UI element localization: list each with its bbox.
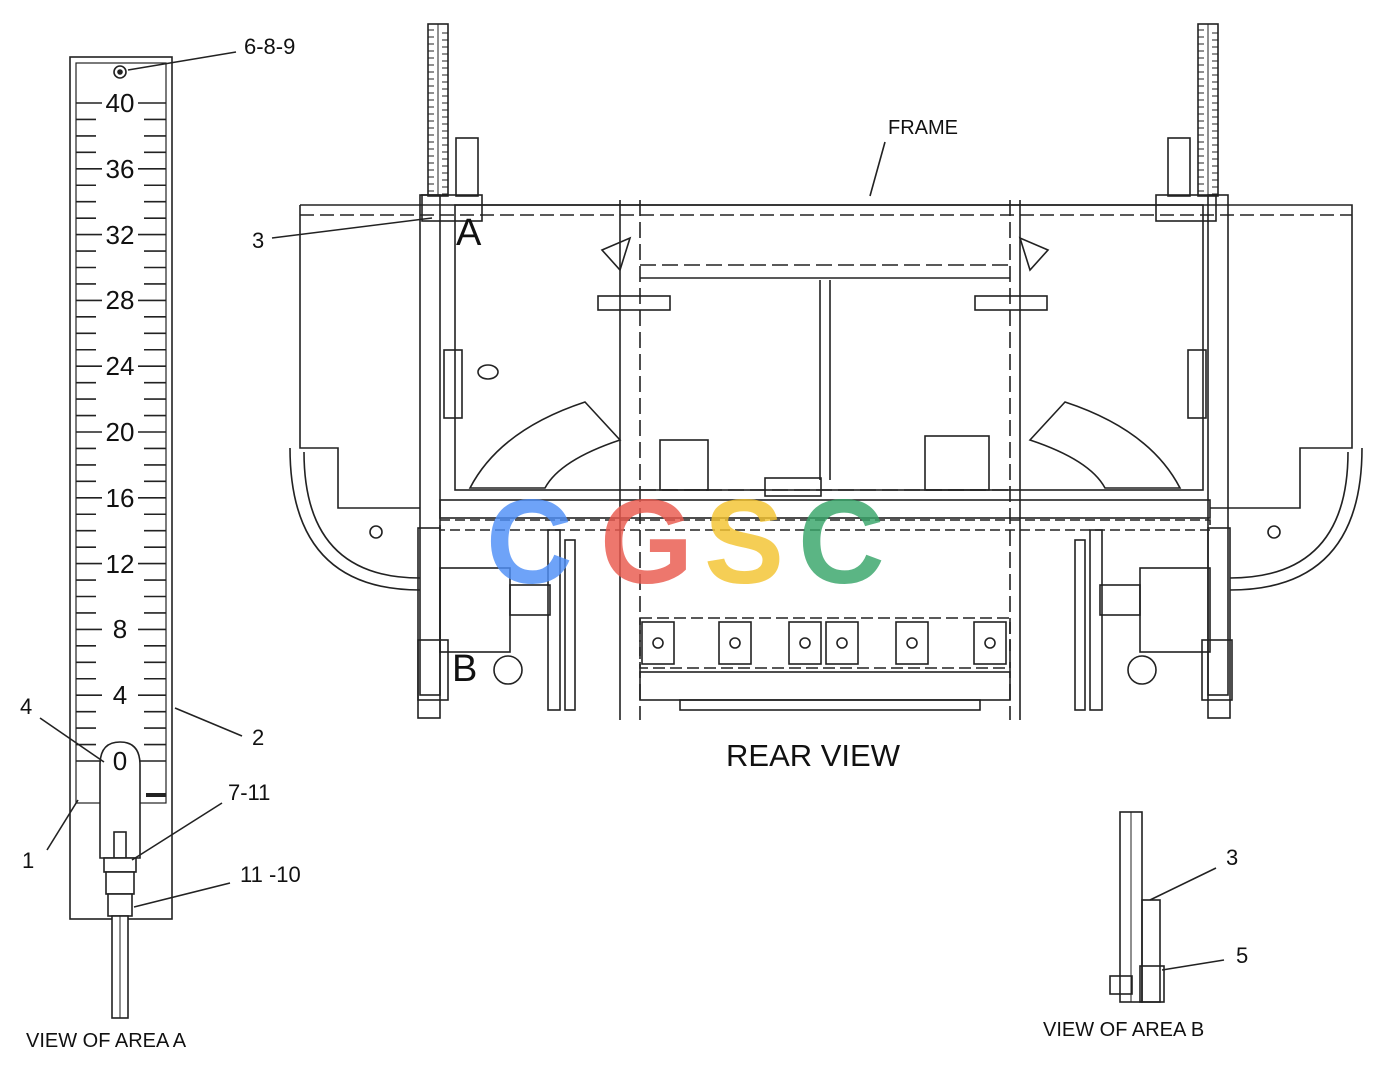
scale-tick-marks [76,102,166,762]
callout-frame: FRAME [888,117,958,139]
scale-tick-label: 12 [105,548,135,579]
scale-tick-label: 36 [105,153,135,184]
callout-3-top: 3 [252,228,265,253]
leader-3-top [271,217,433,239]
callout-5: 5 [1236,943,1249,968]
bracket-block [973,621,1007,665]
scale-tick-label: 20 [105,417,135,447]
callout-1: 1 [22,848,35,873]
scale-tick-label: 28 [105,285,135,316]
center-housing [439,200,1211,720]
frame-leader [869,141,886,197]
bolt-hole [729,637,741,649]
watermark-letter-s: S [704,475,785,609]
scale-tick-label: 32 [105,219,135,250]
callout-area-a: A [456,212,482,254]
bracket-block [825,621,859,665]
callout-6-8-9: 6-8-9 [244,34,296,59]
side-segments [443,236,1207,489]
bracket-block [718,621,752,665]
view-a-caption: VIEW OF AREA A [26,1030,187,1052]
watermark-letter-g: G [600,475,694,609]
callout-4: 4 [20,694,33,719]
bolt-hole [906,637,918,649]
scale-tick-label: 16 [105,482,135,513]
callout-3-view-b: 3 [1226,845,1239,870]
callout-7-11: 7-11 [228,780,271,805]
lower-mechanisms [369,525,1281,711]
rear-view-title: REAR VIEW [726,738,900,773]
watermark-letter-c1: C [486,475,573,609]
scale-tick-label: 40 [105,88,135,118]
scale-tick-label: 0 [112,746,128,776]
scale-tick-label: 24 [105,351,135,382]
bolt-hole [836,637,848,649]
bolt-hole [984,637,996,649]
view-b-part [1109,811,1225,1003]
leader-lines-a [39,51,243,908]
bracket-block [788,621,822,665]
bracket-block [641,621,675,665]
callout-area-b: B [452,648,478,690]
scale-tick-label: 8 [112,614,128,645]
pointer-float [99,741,141,1019]
watermark-letter-c2: C [798,475,885,609]
bolt-hole [652,637,664,649]
bottom-brackets [639,435,1011,711]
rivet-icon [113,65,127,79]
view-b-caption: VIEW OF AREA B [1043,1019,1205,1041]
scale-tick-label: 4 [112,680,128,711]
bolt-hole [799,637,811,649]
callout-11-10: 11 -10 [240,862,301,887]
callout-2: 2 [252,725,265,750]
bracket-block [895,621,929,665]
